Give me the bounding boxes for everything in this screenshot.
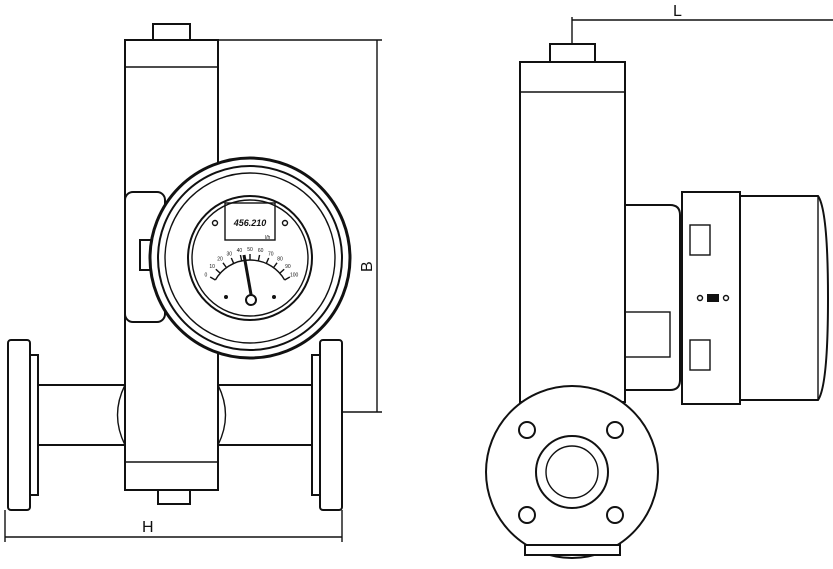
scale-label: 0 [204, 273, 207, 279]
display-value: 456.210 [233, 218, 267, 228]
dimension-H-label: H [142, 519, 154, 536]
scale-label: 50 [247, 247, 253, 253]
scale-tick [279, 268, 285, 274]
side-flange [485, 385, 659, 559]
bottom-bolt [157, 489, 191, 505]
top-bolt [152, 23, 191, 41]
scale-label: 10 [209, 264, 215, 270]
scale-arc [214, 259, 286, 281]
housing-cover [739, 195, 830, 401]
lcd-display [224, 202, 276, 241]
side-view: L [485, 3, 833, 559]
scale-tick [284, 276, 291, 281]
scale-label: 70 [268, 251, 274, 257]
scale-label: 80 [277, 257, 283, 263]
bracket [624, 204, 681, 391]
dimension-L-label: L [673, 3, 682, 20]
scale-tick [265, 257, 270, 264]
scale-tick [230, 257, 235, 264]
side-top-bolt [549, 43, 596, 63]
dimension-B-label: B [359, 261, 376, 272]
right-flange [319, 339, 343, 511]
scale-label: 40 [237, 248, 243, 254]
scale-tick [209, 276, 216, 281]
scale-label: 30 [226, 251, 232, 257]
scale-tick [272, 262, 278, 269]
right-flange-collar [311, 354, 321, 496]
left-flange-collar [29, 354, 39, 496]
scale-label: 20 [217, 257, 223, 263]
scale-label: 100 [290, 273, 299, 279]
left-flange [7, 339, 31, 511]
scale-label: 60 [258, 248, 264, 254]
scale-tick [215, 268, 221, 274]
scale-tick [222, 262, 228, 269]
side-body [519, 61, 626, 403]
scale-tick [239, 254, 243, 262]
needle [242, 254, 254, 301]
scale-tick [257, 254, 261, 262]
scale-label: 90 [285, 264, 291, 270]
display-unit: l/h [265, 235, 271, 241]
